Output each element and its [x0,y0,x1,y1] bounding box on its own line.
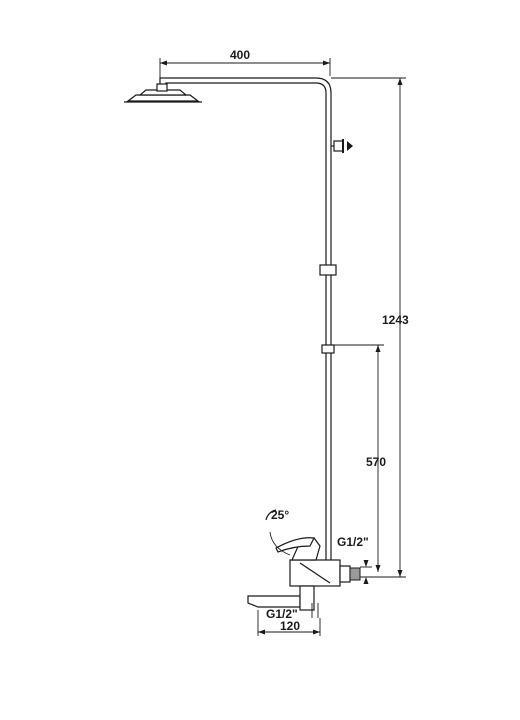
handle-lever: 25° [265,508,321,561]
arm-length-label: 400 [230,48,250,62]
valve-height-label: 570 [366,455,386,469]
lever-angle-label: 25° [271,508,289,522]
spout-length-dimension: 120 [257,610,321,636]
total-height-label: 1243 [382,313,409,327]
slide-collar [319,264,337,276]
mixer-valve-body [289,559,372,587]
outlet-thread-label: G1/2" [337,535,369,549]
total-height-dimension: 1243 [331,77,409,578]
shower-head [124,83,202,103]
arm-length-dimension: 400 [159,48,331,78]
pipe-clamp [321,344,335,354]
inlet-thread-label: G1/2" [266,607,298,621]
bath-spout [247,585,319,618]
valve-height-dimension: 570 [334,344,386,572]
wall-bracket [331,139,353,153]
overhead-arm [159,77,332,560]
spout-length-label: 120 [280,619,300,633]
